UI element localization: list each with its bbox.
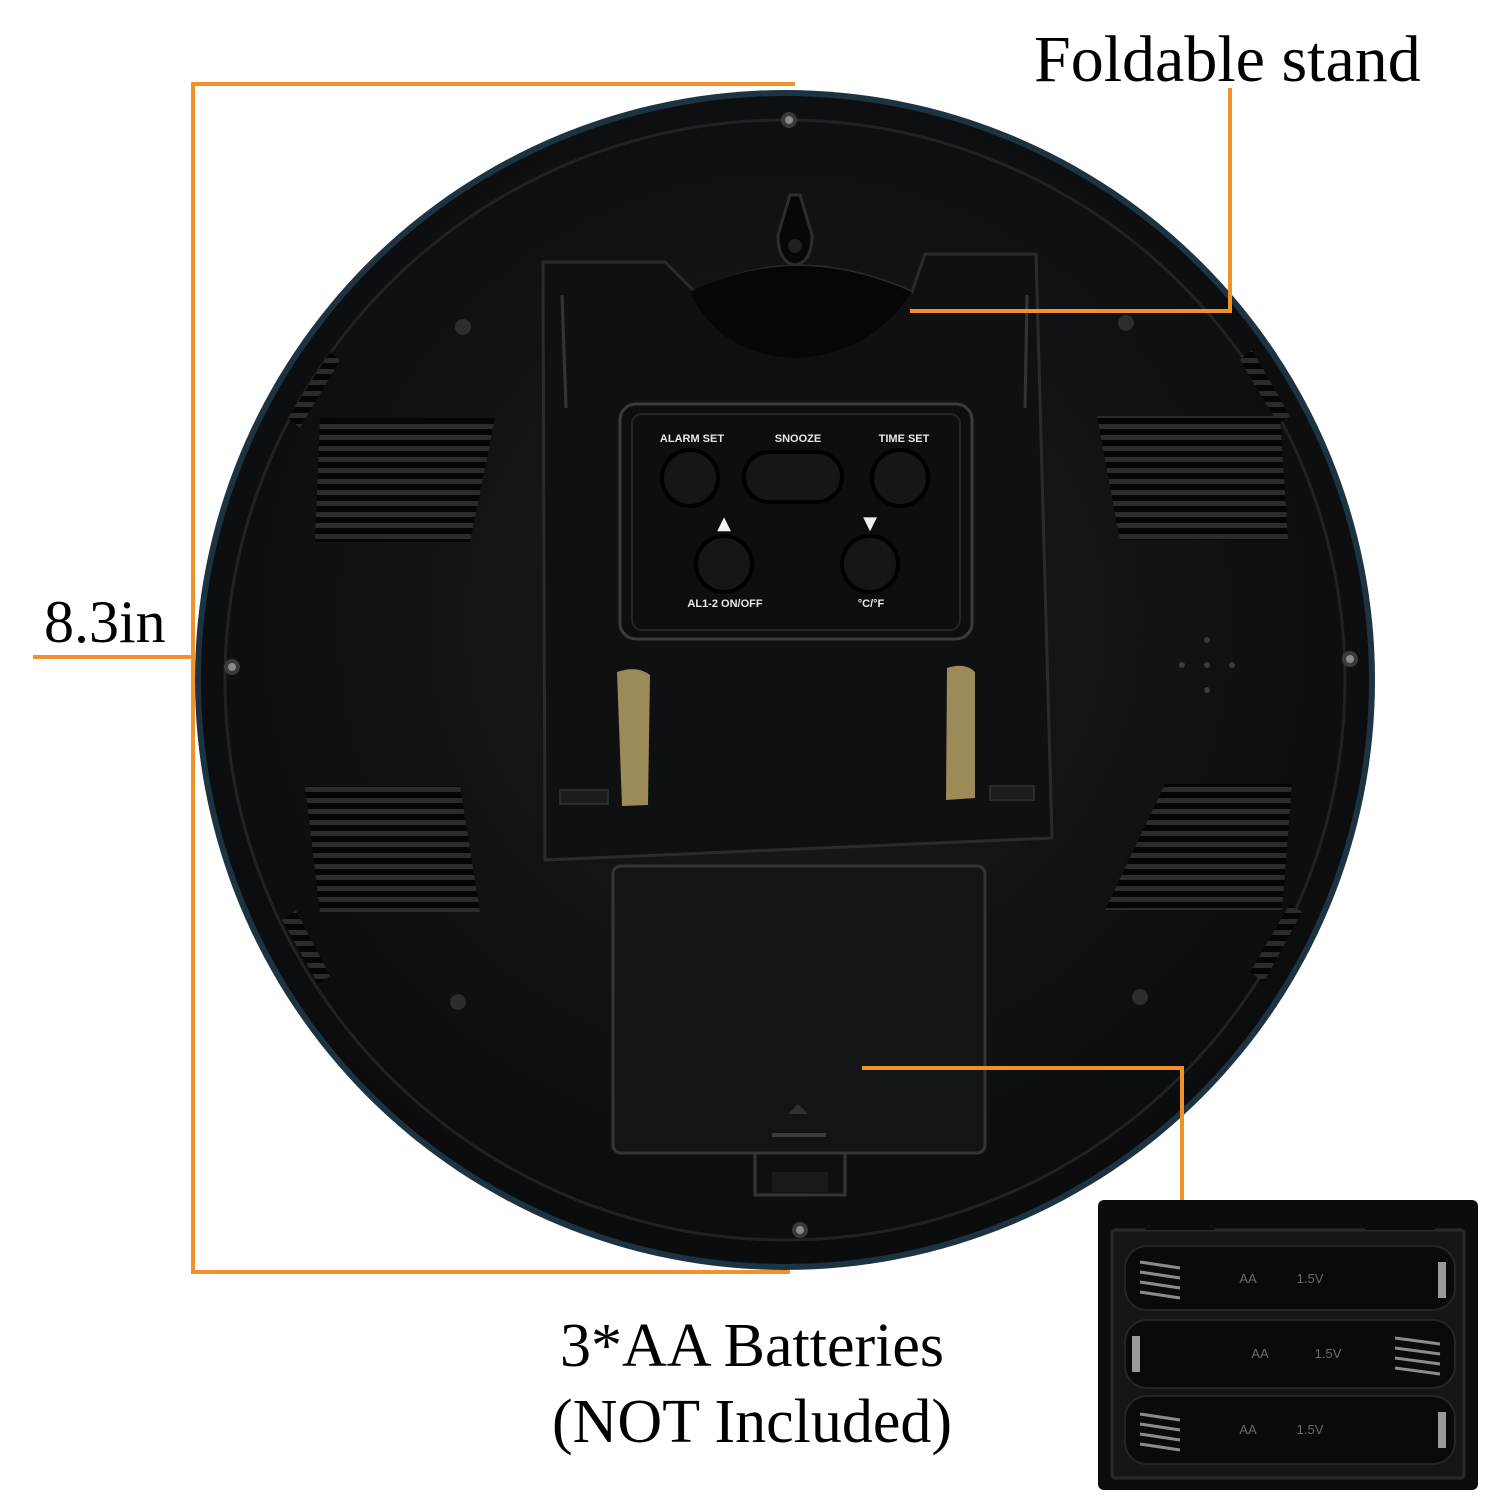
snooze-button[interactable] (742, 450, 844, 504)
battery-slot (1124, 1245, 1456, 1311)
temp-unit-down-button[interactable] (840, 534, 900, 594)
stand-hinge-left (617, 669, 650, 806)
aa-label-1: AA (1239, 1271, 1257, 1286)
wall-hanger-keyhole (776, 193, 814, 267)
voltage-label-2: 1.5V (1315, 1346, 1342, 1361)
stand-leader (910, 88, 1232, 313)
vent-grille-bottom-right (1105, 784, 1292, 910)
batteries-callout-line1: 3*AA Batteries (560, 1312, 944, 1380)
down-arrow-icon: ▼ (863, 513, 877, 534)
batteries-callout-line2: (NOT Included) (552, 1388, 953, 1456)
rubber-foot (1118, 315, 1134, 331)
vent-grille-top-left (315, 418, 495, 542)
diameter-bracket (191, 82, 795, 1274)
battery-slot (1124, 1319, 1456, 1389)
vent-slits-right-upper (1240, 350, 1290, 424)
vent-grille-bottom-left (305, 786, 480, 912)
rubber-foot (450, 994, 466, 1010)
battery-box-inset: AA 1.5V AA 1.5V AA 1.5V (1098, 1200, 1478, 1490)
alarm-set-label: ALARM SET (660, 433, 724, 445)
time-set-label: TIME SET (879, 433, 930, 445)
battery-slot (1124, 1395, 1456, 1465)
rubber-foot (455, 319, 471, 335)
stand-hinge-right (946, 665, 975, 800)
aa-label-2: AA (1251, 1346, 1269, 1361)
battery-leader (862, 1066, 1184, 1200)
battery-compartment-cover[interactable] (611, 864, 987, 1197)
vent-slits-left-upper (288, 352, 340, 428)
foldable-stand-callout: Foldable stand (1034, 23, 1421, 96)
up-arrow-icon: ▲ (717, 513, 731, 534)
rim-screw (224, 659, 240, 675)
alarm-onoff-up-button[interactable] (694, 534, 754, 594)
time-set-button[interactable] (870, 448, 930, 508)
voltage-label-1: 1.5V (1297, 1271, 1324, 1286)
speaker-holes (1179, 637, 1235, 693)
diameter-callout: 8.3in (44, 589, 166, 655)
voltage-label-3: 1.5V (1297, 1422, 1324, 1437)
vent-slits-right-lower (1250, 904, 1302, 982)
temp-unit-label: °C/°F (858, 598, 885, 610)
rim-screw (792, 1222, 808, 1238)
aa-label-3: AA (1239, 1422, 1257, 1437)
alarm-set-button[interactable] (660, 448, 720, 508)
button-panel: ALARM SET SNOOZE TIME SET ▲ ▼ AL1-2 ON/O… (618, 402, 974, 641)
battery-spring (1139, 1260, 1441, 1452)
battery-contact (1132, 1262, 1446, 1448)
snooze-label: SNOOZE (775, 433, 821, 445)
vent-grille-top-right (1097, 416, 1288, 540)
batteries-callout: 3*AA Batteries (NOT Included) (552, 1308, 952, 1460)
callout-lines (33, 82, 1232, 1274)
alarm-onoff-label: AL1-2 ON/OFF (687, 598, 762, 610)
vent-slits-left-lower (282, 910, 330, 984)
rim-screw (1342, 651, 1358, 667)
rubber-foot (1132, 989, 1148, 1005)
rim-screw (781, 112, 797, 128)
